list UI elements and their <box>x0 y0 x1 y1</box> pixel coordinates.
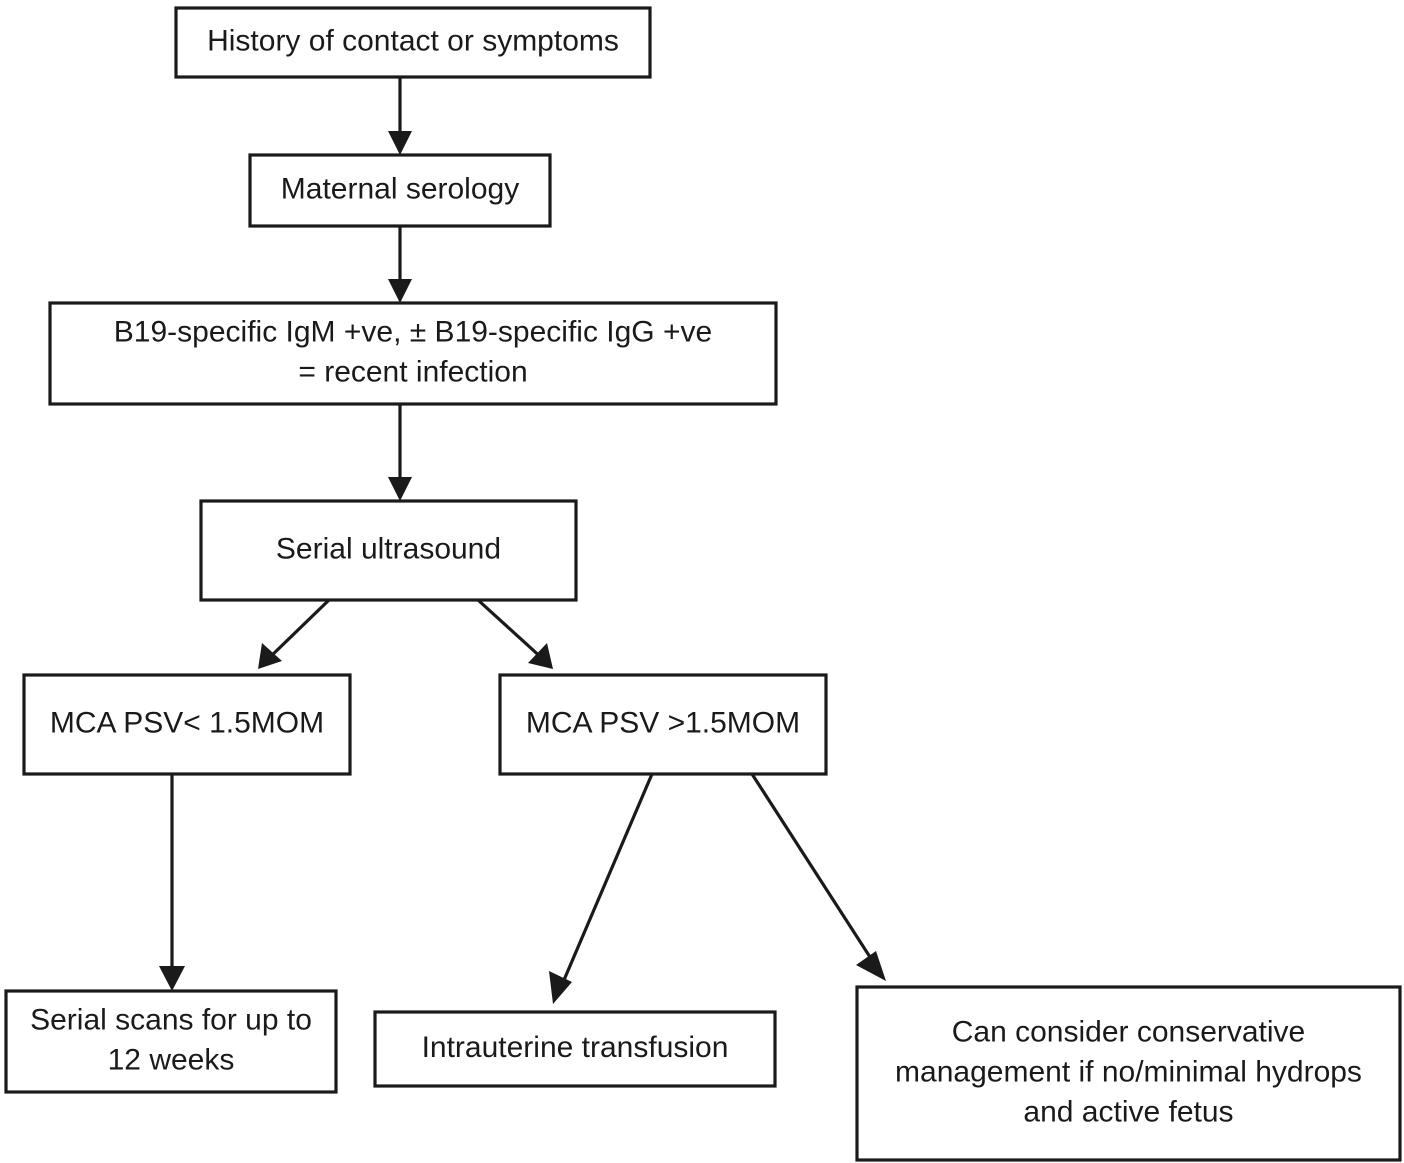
node-label: B19-specific IgM +ve, ± B19-specific IgG… <box>114 315 712 388</box>
edge-mca-low-to-serial-scans <box>159 774 185 991</box>
node-label-line: MCA PSV< 1.5MOM <box>50 706 324 739</box>
arrowhead-icon <box>856 951 886 981</box>
node-border <box>22 673 352 776</box>
node-label-line: Serial ultrasound <box>276 532 501 565</box>
arrowhead-icon <box>258 643 282 669</box>
edge-mca-high-to-iut <box>549 773 654 1004</box>
node-label-line: Maternal serology <box>281 172 519 205</box>
edges-layer <box>159 77 886 1004</box>
history-of-contact-node: History of contact or symptoms <box>174 6 652 79</box>
edge-ultrasound-to-mca-low <box>258 598 331 669</box>
edge-line <box>265 598 331 662</box>
node-border <box>373 1010 777 1088</box>
mca-psv-above-threshold-node: MCA PSV >1.5MOM <box>498 673 828 776</box>
arrowhead-icon <box>528 643 553 669</box>
node-label: Intrauterine transfusion <box>422 1031 729 1064</box>
serial-ultrasound-node: Serial ultrasound <box>199 499 578 602</box>
edge-line <box>476 598 546 662</box>
mca-psv-below-threshold-node: MCA PSV< 1.5MOM <box>22 673 352 776</box>
edge-mca-high-to-conservative <box>750 773 886 981</box>
node-border <box>498 673 828 776</box>
node-label: Serial ultrasound <box>276 532 501 565</box>
node-label: Maternal serology <box>281 172 519 205</box>
node-border <box>199 499 578 602</box>
edge-ultrasound-to-mca-high <box>476 598 553 669</box>
node-label-line: management if no/minimal hydrops <box>895 1055 1362 1088</box>
arrowhead-icon <box>388 477 412 501</box>
arrowhead-icon <box>549 971 572 1004</box>
node-label: History of contact or symptoms <box>207 24 619 57</box>
node-label: MCA PSV >1.5MOM <box>526 706 800 739</box>
node-label: Serial scans for up to 12 weeks <box>30 1003 312 1076</box>
node-border <box>48 301 778 406</box>
node-label-line: 12 weeks <box>108 1043 235 1076</box>
node-label-line: History of contact or symptoms <box>207 24 619 57</box>
arrowhead-icon <box>388 131 412 155</box>
node-label-line: MCA PSV >1.5MOM <box>526 706 800 739</box>
edge-recent-infection-to-ultrasound <box>388 404 412 501</box>
conservative-management-node: Can consider conservative management if n… <box>855 985 1402 1162</box>
edge-line <box>556 773 654 995</box>
node-border <box>248 153 552 228</box>
node-border <box>174 6 652 79</box>
edge-history-to-serology <box>388 77 412 155</box>
intrauterine-transfusion-node: Intrauterine transfusion <box>373 1010 777 1088</box>
node-label-line: = recent infection <box>298 355 527 388</box>
serial-scans-node: Serial scans for up to 12 weeks <box>4 989 338 1094</box>
node-label: Can consider conservative management if n… <box>895 1015 1362 1128</box>
arrowhead-icon <box>388 279 412 303</box>
b19-specific-result-node: B19-specific IgM +ve, ± B19-specific IgG… <box>48 301 778 406</box>
node-label-line: Intrauterine transfusion <box>422 1031 729 1064</box>
node-label: MCA PSV< 1.5MOM <box>50 706 324 739</box>
edge-serology-to-recent-infection <box>388 226 412 303</box>
maternal-serology-node: Maternal serology <box>248 153 552 228</box>
node-border <box>4 989 338 1094</box>
arrowhead-icon <box>159 966 185 991</box>
node-border <box>855 985 1402 1162</box>
node-label-line: and active fetus <box>1023 1095 1233 1128</box>
node-label-line: B19-specific IgM +ve, ± B19-specific IgG… <box>114 315 712 348</box>
node-label-line: Serial scans for up to <box>30 1003 312 1036</box>
node-label-line: Can consider conservative <box>952 1015 1306 1048</box>
edge-line <box>750 773 881 972</box>
